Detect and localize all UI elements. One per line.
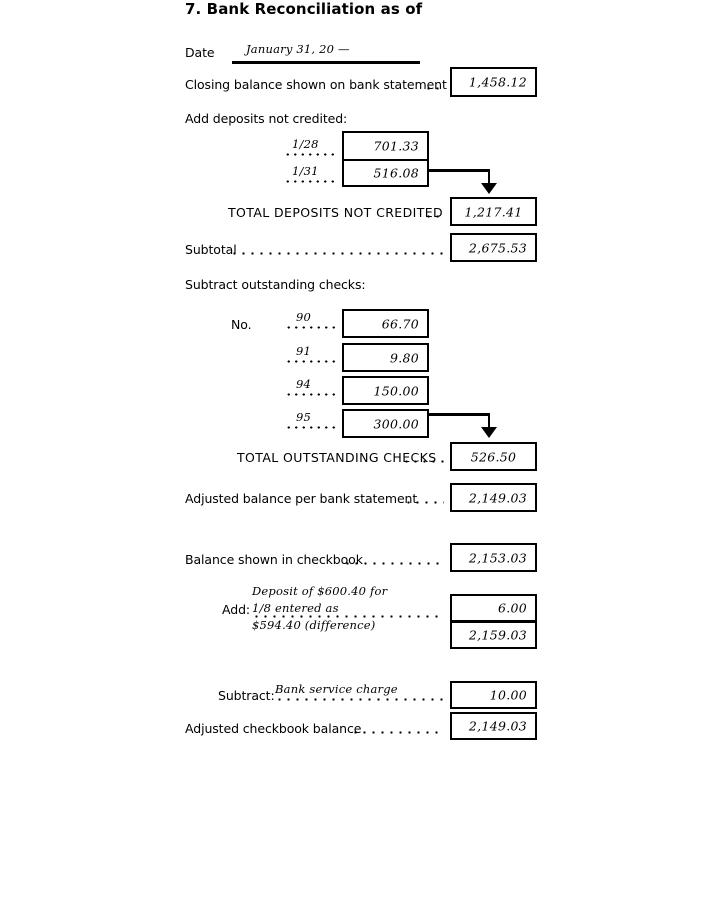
deposit-date-1[interactable]: 1/31 [292,164,319,178]
add-leader [252,615,444,618]
check-amount-box-3[interactable]: 300.00 [342,409,429,438]
deposits-connector-arrowhead [481,183,497,194]
check-amount-1: 9.80 [389,350,419,365]
total-checks-value: 526.50 [470,449,517,464]
adjusted-bank-value: 2,149.03 [468,490,527,505]
deposit-leader-1 [284,180,336,183]
adjusted-bank-label: Adjusted balance per bank statement [185,491,418,506]
date-value[interactable]: January 31, 20 — [246,42,350,56]
total-checks-label: TOTAL OUTSTANDING CHECKS [237,450,437,465]
subtract-label: Subtract: [218,688,275,703]
total-deposits-label: TOTAL DEPOSITS NOT CREDITED [228,205,444,220]
deposit-amount-box-0[interactable]: 701.33 [344,133,427,159]
check-amount-box-2[interactable]: 150.00 [342,376,429,405]
check-leader-0 [285,326,337,329]
subtotal-leader [230,252,444,255]
deposits-connector-horizontal [429,169,490,172]
add-value: 6.00 [497,600,527,616]
checkbook-balance-label: Balance shown in checkbook [185,552,363,567]
total-deposits-box[interactable]: 1,217.41 [450,197,537,226]
subtract-value: 10.00 [489,687,527,703]
check-amount-box-0[interactable]: 66.70 [342,309,429,338]
add-label: Add: [222,602,251,617]
checkbook-balance-value: 2,153.03 [468,550,527,565]
subtract-leader [275,698,444,701]
total-deposits-value: 1,217.41 [464,204,523,219]
closing-balance-leader [424,87,444,90]
adjusted-checkbook-label: Adjusted checkbook balance [185,721,362,736]
date-label: Date [185,45,215,60]
total-checks-box[interactable]: 526.50 [450,442,537,471]
checks-number-label: No. [231,317,252,332]
checks-connector-horizontal [429,413,490,416]
subtotal-box[interactable]: 2,675.53 [450,233,537,262]
add-value-box[interactable]: 6.00 [450,594,537,622]
check-leader-3 [285,426,337,429]
check-amount-0: 66.70 [381,316,419,331]
deposits-connector-vertical [487,169,490,185]
adjusted-checkbook-value: 2,149.03 [468,718,527,734]
subtotal-value: 2,675.53 [468,240,527,255]
check-amount-box-1[interactable]: 9.80 [342,343,429,372]
adjusted-bank-leader [404,501,444,504]
add-note-line2[interactable]: 1/8 entered as [252,601,339,615]
deposit-amount-box-1[interactable]: 516.08 [344,159,427,185]
checks-heading: Subtract outstanding checks: [185,277,366,292]
check-leader-1 [285,360,337,363]
date-underline [232,61,420,64]
adjusted-checkbook-box[interactable]: 2,149.03 [450,712,537,740]
checks-connector-vertical [487,413,490,429]
checkbook-balance-box[interactable]: 2,153.03 [450,543,537,572]
checks-connector-arrowhead [481,427,497,438]
deposit-amount-stack: 701.33 516.08 [342,131,429,187]
closing-balance-box[interactable]: 1,458.12 [450,67,537,97]
closing-balance-value: 1,458.12 [468,74,527,90]
subtract-note[interactable]: Bank service charge [275,682,398,696]
add-note-line1[interactable]: Deposit of $600.40 for [252,584,388,598]
checkbook-balance-leader [343,562,444,565]
check-amount-3: 300.00 [373,416,419,431]
total-deposits-leader [424,215,444,218]
form-title: 7. Bank Reconciliation as of [185,0,423,18]
deposit-amount-0: 701.33 [373,138,419,154]
check-amount-2: 150.00 [373,383,419,398]
add-result-box[interactable]: 2,159.03 [450,621,537,649]
check-number-3[interactable]: 95 [296,410,312,424]
total-checks-leader [402,460,444,463]
closing-balance-label: Closing balance shown on bank statement [185,77,447,92]
subtract-value-box[interactable]: 10.00 [450,681,537,709]
adjusted-checkbook-leader [351,731,444,734]
subtotal-label: Subtotal [185,242,237,257]
check-leader-2 [285,393,337,396]
deposit-date-0[interactable]: 1/28 [292,137,319,151]
check-number-2[interactable]: 94 [296,377,312,391]
adjusted-bank-box[interactable]: 2,149.03 [450,483,537,512]
add-result-value: 2,159.03 [468,627,527,643]
deposit-amount-1: 516.08 [373,165,419,181]
check-number-1[interactable]: 91 [296,344,312,358]
deposit-leader-0 [284,153,336,156]
deposits-heading: Add deposits not credited: [185,111,348,126]
add-note-line3[interactable]: $594.40 (difference) [252,618,376,632]
check-number-0[interactable]: 90 [296,310,312,324]
